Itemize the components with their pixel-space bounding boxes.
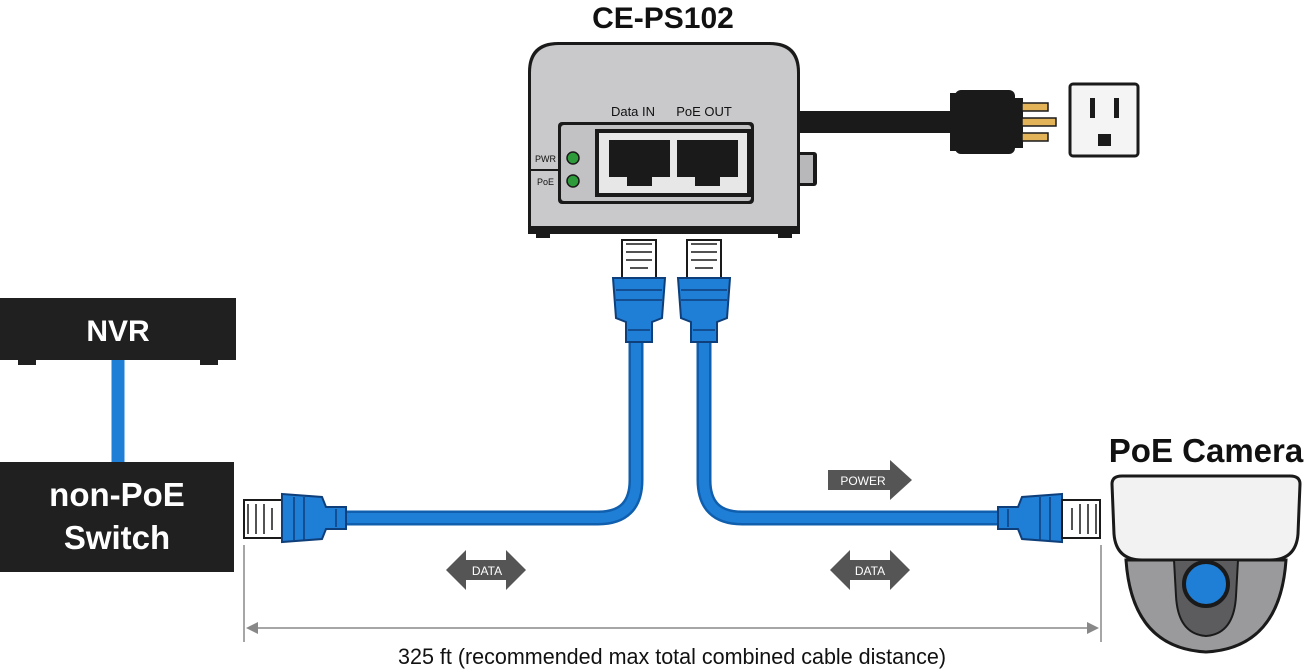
data-arrow-left: DATA — [446, 550, 526, 590]
distance-dimension: 325 ft (recommended max total combined c… — [243, 545, 1102, 669]
camera-title: PoE Camera — [1109, 432, 1304, 469]
injector-title: CE-PS102 — [592, 2, 734, 35]
poe-injector: Data IN PoE OUT PWR PoE — [528, 42, 817, 238]
switch-device: non-PoE Switch — [0, 462, 234, 572]
switch-label-line1: non-PoE — [49, 476, 185, 513]
led-poe-indicator — [566, 174, 580, 188]
rj45-connector-data-in — [611, 239, 667, 343]
nvr-device: NVR — [0, 298, 236, 365]
distance-label: 325 ft (recommended max total combined c… — [398, 644, 946, 669]
led-pwr-indicator — [566, 151, 580, 165]
cable-injector-to-camera — [696, 335, 1005, 526]
poe-camera: PoE Camera — [1109, 432, 1304, 654]
cable-switch-to-injector — [345, 335, 644, 526]
port-poe-out — [677, 140, 738, 186]
data-arrow-right: DATA — [830, 550, 910, 590]
port-in-label: Data IN — [611, 104, 655, 119]
rj45-connector-switch — [243, 492, 347, 544]
port-data-in — [609, 140, 670, 186]
camera-lens — [1182, 560, 1230, 608]
nvr-label: NVR — [86, 315, 150, 348]
power-plug — [950, 90, 1057, 154]
rj45-connector-camera — [997, 492, 1101, 544]
rj45-connector-poe-out — [676, 239, 732, 343]
wall-outlet — [1068, 82, 1140, 158]
cables — [111, 111, 1005, 526]
port-out-label: PoE OUT — [676, 104, 732, 119]
led-pwr-label: PWR — [535, 154, 556, 164]
switch-label-line2: Switch — [64, 519, 170, 556]
power-arrow-label: POWER — [840, 474, 886, 488]
led-poe-label: PoE — [537, 177, 554, 187]
data-arrow-left-label: DATA — [472, 564, 502, 578]
power-arrow: POWER — [828, 460, 912, 500]
data-arrow-right-label: DATA — [855, 564, 885, 578]
